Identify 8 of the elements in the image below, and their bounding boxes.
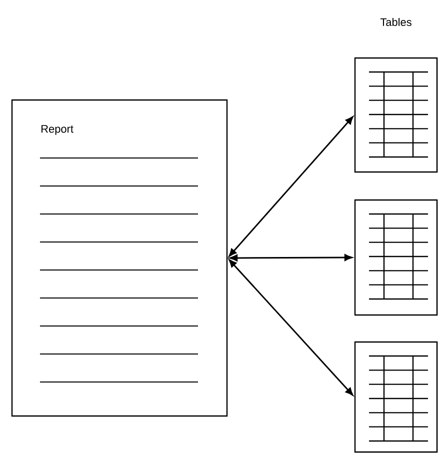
arrow bbox=[230, 254, 352, 262]
page-title: Report bbox=[42, 125, 74, 135]
table-drawing bbox=[354, 57, 438, 173]
arrow bbox=[228, 116, 354, 257]
table-drawing bbox=[354, 199, 438, 316]
arrow bbox=[228, 259, 354, 396]
heading: Tables bbox=[380, 18, 412, 26]
table-drawing bbox=[354, 341, 438, 453]
